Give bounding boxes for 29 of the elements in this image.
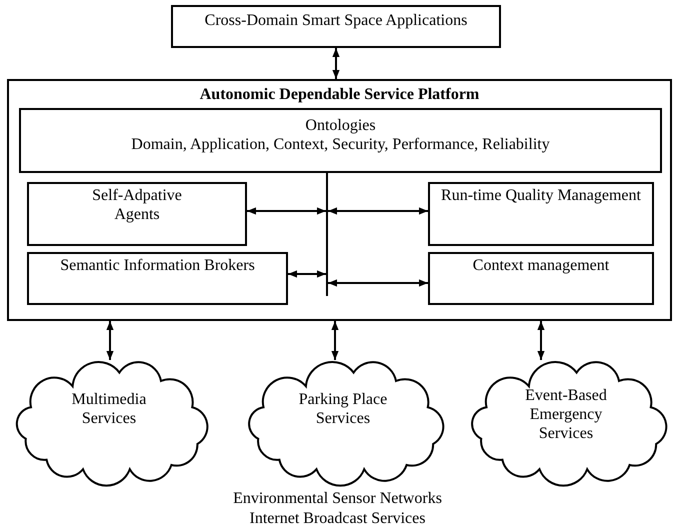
box-label: Cross-Domain Smart Space Applications (204, 11, 468, 30)
double-arrow (247, 207, 326, 215)
bus-line (326, 172, 328, 296)
box-label: Multimedia Services (70, 390, 148, 428)
process-box (171, 5, 501, 48)
process-box (27, 182, 247, 246)
box-label: Self-Adpative Agents (91, 186, 183, 224)
process-box (428, 182, 654, 246)
process-box (27, 252, 288, 305)
box-label: Event-Based Emergency Services (524, 386, 608, 444)
double-arrow (332, 48, 340, 79)
panel-title: Autonomic Dependable Service Platform (198, 85, 480, 104)
box-label: Context management (472, 256, 610, 276)
process-box (19, 108, 662, 173)
double-arrow (328, 279, 428, 287)
box-label: Domain, Application, Context, Security, Performance, Reliability (130, 135, 551, 154)
box-heading: Ontologies (304, 116, 377, 136)
double-arrow (328, 207, 428, 215)
caption-text: Environmental Sensor Networks (232, 490, 443, 508)
double-arrow (288, 270, 326, 278)
double-arrow (106, 321, 114, 360)
box-label: Parking Place Services (298, 390, 388, 428)
double-arrow (537, 321, 545, 360)
process-box (428, 252, 654, 305)
caption-text: Internet Broadcast Services (248, 510, 426, 528)
box-label: Run-time Quality Management (440, 186, 642, 206)
double-arrow (331, 321, 339, 360)
platform-panel (7, 79, 672, 321)
box-label: Semantic Information Brokers (59, 256, 256, 276)
